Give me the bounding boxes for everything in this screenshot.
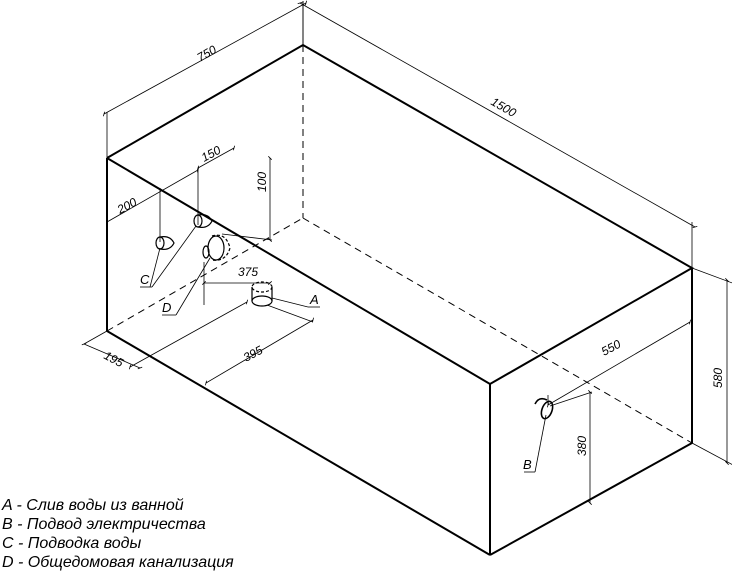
water-supply-pipe-symbols — [155, 214, 213, 250]
dimension-380 — [549, 390, 593, 505]
dimension-395-label: 395 — [241, 343, 266, 365]
dimension-580-label: 580 — [711, 368, 725, 388]
outlet-b-symbol — [534, 397, 554, 420]
leader-d — [162, 257, 211, 316]
box-outline — [106, 43, 695, 556]
legend: A - Слив воды из ванной B - Подвод элект… — [2, 496, 234, 572]
dimension-750-label: 750 — [195, 42, 220, 64]
dimension-375-label: 375 — [238, 265, 258, 279]
legend-item-d: D - Общедомовая канализация — [2, 554, 234, 571]
dimension-395 — [128, 299, 314, 386]
dimension-750 — [102, 0, 308, 158]
leader-a — [271, 297, 320, 308]
dimension-550 — [547, 319, 691, 408]
marker-c-label: C — [140, 272, 150, 287]
drain-a-symbol — [251, 281, 273, 307]
dimension-150-label: 150 — [199, 143, 224, 165]
dimension-380-label: 380 — [575, 436, 589, 456]
dimension-1500-label: 1500 — [489, 94, 519, 120]
leader-c — [140, 225, 197, 288]
dimension-100-label: 100 — [255, 172, 269, 192]
legend-item-a: A - Слив воды из ванной — [2, 497, 184, 514]
dimension-195-label: 195 — [102, 348, 127, 370]
marker-b-label: B — [523, 457, 532, 472]
dimension-550-label: 550 — [599, 337, 624, 359]
legend-item-c: C - Подводка воды — [2, 535, 142, 552]
dimension-195 — [81, 330, 143, 370]
dimension-375 — [202, 262, 272, 305]
marker-d-label: D — [162, 300, 171, 315]
sewer-pipe-symbol — [202, 234, 231, 261]
dimension-200-label: 200 — [114, 195, 139, 217]
dimension-100 — [221, 156, 273, 242]
leader-b — [524, 414, 547, 473]
legend-item-b: B - Подвод электричества — [2, 516, 206, 533]
dimension-1500 — [297, 1, 698, 268]
marker-a-label: A — [309, 292, 319, 307]
dimension-200 — [105, 167, 200, 242]
dimension-580 — [691, 267, 732, 465]
